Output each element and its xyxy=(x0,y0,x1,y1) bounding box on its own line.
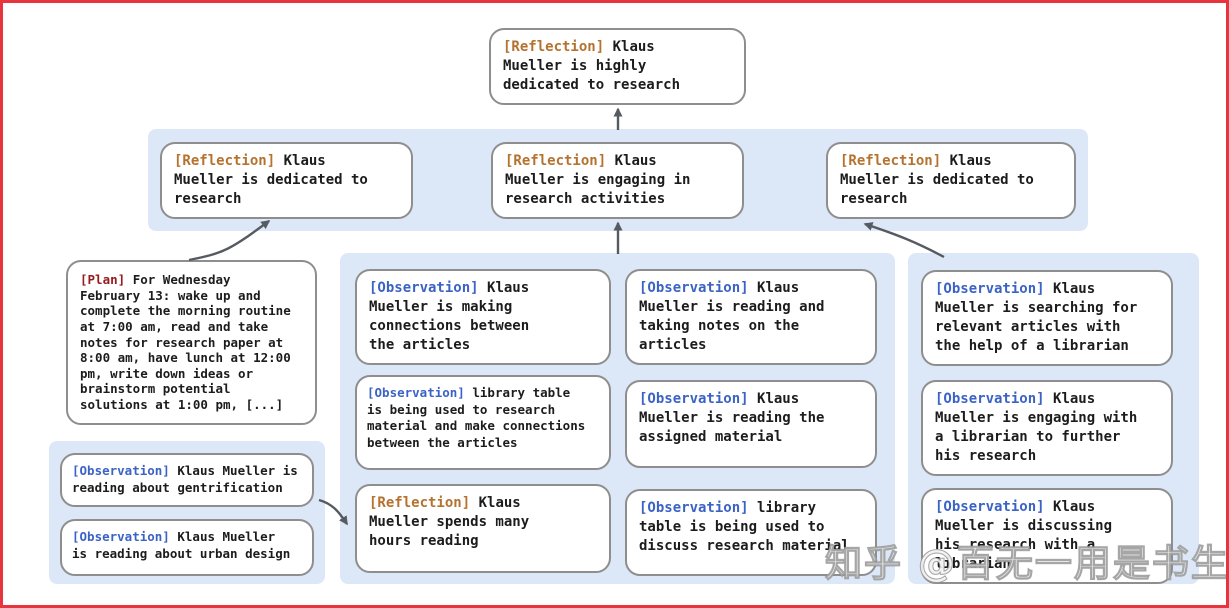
root-reflection-node: [Reflection] Klaus Mueller is highly ded… xyxy=(489,28,746,106)
node-tag: [Observation] xyxy=(369,280,479,296)
observation-node-urban-design: [Observation] Klaus Mueller is reading a… xyxy=(60,519,314,576)
observation-node-searching-articles: [Observation] Klaus Mueller is searching… xyxy=(921,270,1173,367)
node-tag: [Reflection] xyxy=(840,153,942,169)
node-tag: [Observation] xyxy=(639,500,749,516)
observation-node-library-research: [Observation] library table is being use… xyxy=(355,375,611,470)
node-text: Klaus Mueller is discussing his research… xyxy=(935,499,1113,573)
node-tag: [Observation] xyxy=(367,385,465,400)
node-text: Klaus Mueller is engaging in research ac… xyxy=(505,153,691,208)
node-tag: [Observation] xyxy=(639,391,749,407)
node-text: Klaus Mueller is dedicated to research xyxy=(840,153,1034,208)
observation-node-gentrification: [Observation] Klaus Mueller is reading a… xyxy=(60,453,314,507)
node-text: Klaus Mueller is dedicated to research xyxy=(174,153,368,208)
node-text: Klaus Mueller is searching for relevant … xyxy=(935,281,1138,355)
node-tag: [Plan] xyxy=(80,272,126,287)
observation-node-discussing-research: [Observation] Klaus Mueller is discussin… xyxy=(921,488,1173,585)
node-text: Klaus Mueller is reading the assigned ma… xyxy=(639,391,825,446)
node-tag: [Observation] xyxy=(72,529,170,544)
observation-node-assigned-material: [Observation] Klaus Mueller is reading t… xyxy=(625,380,877,468)
observation-node-engaging-librarian: [Observation] Klaus Mueller is engaging … xyxy=(921,380,1173,477)
observation-node-library-discuss: [Observation] library table is being use… xyxy=(625,489,877,576)
node-text: Klaus Mueller is making connections betw… xyxy=(369,280,530,354)
node-tag: [Reflection] xyxy=(174,153,276,169)
node-text: Klaus Mueller spends many hours reading xyxy=(369,495,530,550)
reflection-node-2: [Reflection] Klaus Mueller is engaging i… xyxy=(491,142,744,220)
node-tag: [Observation] xyxy=(639,280,749,296)
reflection-node-hours-reading: [Reflection] Klaus Mueller spends many h… xyxy=(355,484,611,573)
node-text: For Wednesday February 13: wake up and c… xyxy=(80,272,291,412)
node-text: Klaus Mueller is reading about urban des… xyxy=(72,529,291,561)
node-tag: [Reflection] xyxy=(369,495,471,511)
node-tag: [Observation] xyxy=(935,391,1045,407)
node-text: library table is being used to research … xyxy=(367,385,586,450)
plan-node: [Plan] For Wednesday February 13: wake u… xyxy=(66,260,317,425)
node-text: Klaus Mueller is engaging with a librari… xyxy=(935,391,1138,465)
node-text: Klaus Mueller is reading and taking note… xyxy=(639,280,825,354)
node-tag: [Observation] xyxy=(935,499,1045,515)
node-tag: [Reflection] xyxy=(505,153,607,169)
observation-node-taking-notes: [Observation] Klaus Mueller is reading a… xyxy=(625,269,877,366)
node-tag: [Observation] xyxy=(935,281,1045,297)
node-text: Klaus Mueller is reading about gentrific… xyxy=(72,463,298,495)
node-text: Klaus Mueller is highly dedicated to res… xyxy=(503,39,681,94)
node-text: library table is being used to discuss r… xyxy=(639,500,850,555)
node-tag: [Reflection] xyxy=(503,39,605,55)
node-tag: [Observation] xyxy=(72,463,170,478)
observation-node-making-connections: [Observation] Klaus Mueller is making co… xyxy=(355,269,611,366)
reflection-node-3: [Reflection] Klaus Mueller is dedicated … xyxy=(826,142,1076,220)
reflection-node-1: [Reflection] Klaus Mueller is dedicated … xyxy=(160,142,413,220)
